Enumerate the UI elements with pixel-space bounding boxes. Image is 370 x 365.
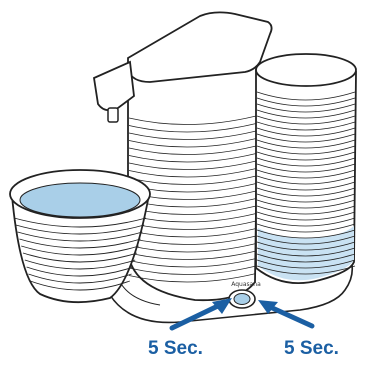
caption-left: 5 Sec. xyxy=(148,338,203,359)
main-tank xyxy=(128,64,258,300)
brand-logo: Aquasana xyxy=(231,281,261,288)
caption-right: 5 Sec. xyxy=(284,338,339,359)
filter-cylinder xyxy=(256,54,356,283)
power-button[interactable] xyxy=(229,290,255,308)
